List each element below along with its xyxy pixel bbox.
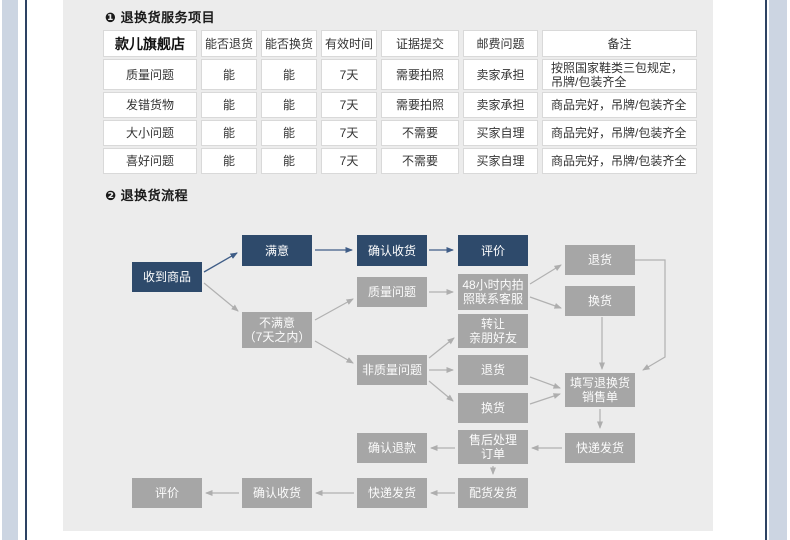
table-header-remark: 备注 <box>542 30 697 57</box>
table-header-store: 款儿旗舰店 <box>103 30 197 57</box>
table-cell: 能 <box>261 148 317 174</box>
flow-node-dispatch-goods: 配货发货 <box>458 478 528 508</box>
table-cell: 能 <box>201 120 257 146</box>
flow-node-ship-express-right: 快递发货 <box>565 433 635 463</box>
table-cell: 喜好问题 <box>103 148 197 174</box>
table-cell: 7天 <box>321 59 377 90</box>
table-cell: 能 <box>261 92 317 118</box>
right-edge-line <box>765 0 767 540</box>
flow-node-quality-issue: 质量问题 <box>357 277 427 307</box>
flow-node-review-bottom: 评价 <box>132 478 202 508</box>
table-header-can-exchange: 能否换货 <box>261 30 317 57</box>
table-header-postage: 邮费问题 <box>463 30 538 57</box>
left-edge-bar <box>2 0 18 540</box>
flow-node-transfer-to-friends: 转让 亲朋好友 <box>458 314 528 348</box>
flow-node-confirm-receipt-bottom: 确认收货 <box>242 478 312 508</box>
flow-node-confirm-refund: 确认退款 <box>357 433 427 463</box>
table-cell: 7天 <box>321 148 377 174</box>
table-cell: 7天 <box>321 120 377 146</box>
flow-node-fill-return-form: 填写退换货 销售单 <box>565 373 635 407</box>
table-cell: 卖家承担 <box>463 59 538 90</box>
table-cell: 发错货物 <box>103 92 197 118</box>
flow-node-exchange-mid: 换货 <box>458 393 528 423</box>
table-cell-remark: 商品完好，吊牌/包装齐全 <box>542 120 697 146</box>
table-cell: 7天 <box>321 92 377 118</box>
service-section-title: ❶ 退换货服务项目 <box>105 10 216 25</box>
left-edge-line <box>25 0 27 540</box>
right-edge-bar <box>769 0 787 540</box>
table-cell: 买家自理 <box>463 148 538 174</box>
table-cell: 买家自理 <box>463 120 538 146</box>
process-section-title: ❷ 退换货流程 <box>105 188 189 203</box>
flow-node-contact-service-48h: 48小时内拍 照联系客服 <box>458 274 528 310</box>
flow-node-review-top: 评价 <box>458 235 528 266</box>
flow-node-satisfied: 满意 <box>242 235 312 266</box>
table-cell-remark: 按照国家鞋类三包规定， 吊牌/包装齐全 <box>542 59 697 90</box>
content-panel: ❶ 退换货服务项目 款儿旗舰店 能否退货 能否换货 有效时间 证据提交 邮费问题… <box>63 0 713 531</box>
table-cell: 能 <box>201 59 257 90</box>
flow-node-non-quality-issue: 非质量问题 <box>357 355 427 385</box>
table-cell: 卖家承担 <box>463 92 538 118</box>
flow-node-exchange-top: 换货 <box>565 286 635 316</box>
table-cell: 不需要 <box>381 120 459 146</box>
table-cell: 需要拍照 <box>381 59 459 90</box>
flow-node-received-goods: 收到商品 <box>132 262 202 292</box>
flow-node-confirm-receipt-top: 确认收货 <box>357 235 427 266</box>
flow-node-unsatisfied-7days: 不满意 （7天之内） <box>242 312 312 348</box>
table-header-evidence: 证据提交 <box>381 30 459 57</box>
table-cell: 能 <box>261 59 317 90</box>
return-exchange-flowchart: 收到商品 满意 确认收货 评价 质量问题 48小时内拍 照联系客服 退货 换货 … <box>63 0 713 531</box>
table-cell-remark: 商品完好，吊牌/包装齐全 <box>542 148 697 174</box>
flow-node-ship-express-bottom: 快递发货 <box>357 478 427 508</box>
service-table: 款儿旗舰店 能否退货 能否换货 有效时间 证据提交 邮费问题 备注 质量问题 能… <box>103 30 697 174</box>
flow-node-return-mid: 退货 <box>458 355 528 385</box>
flow-node-return-top: 退货 <box>565 245 635 275</box>
table-cell: 需要拍照 <box>381 92 459 118</box>
table-cell: 质量问题 <box>103 59 197 90</box>
table-cell: 能 <box>261 120 317 146</box>
table-cell: 能 <box>201 92 257 118</box>
table-cell: 能 <box>201 148 257 174</box>
flow-node-aftersales-order: 售后处理 订单 <box>458 430 528 464</box>
table-cell-remark: 商品完好，吊牌/包装齐全 <box>542 92 697 118</box>
table-header-can-return: 能否退货 <box>201 30 257 57</box>
table-cell: 大小问题 <box>103 120 197 146</box>
table-header-valid-time: 有效时间 <box>321 30 377 57</box>
table-cell: 不需要 <box>381 148 459 174</box>
